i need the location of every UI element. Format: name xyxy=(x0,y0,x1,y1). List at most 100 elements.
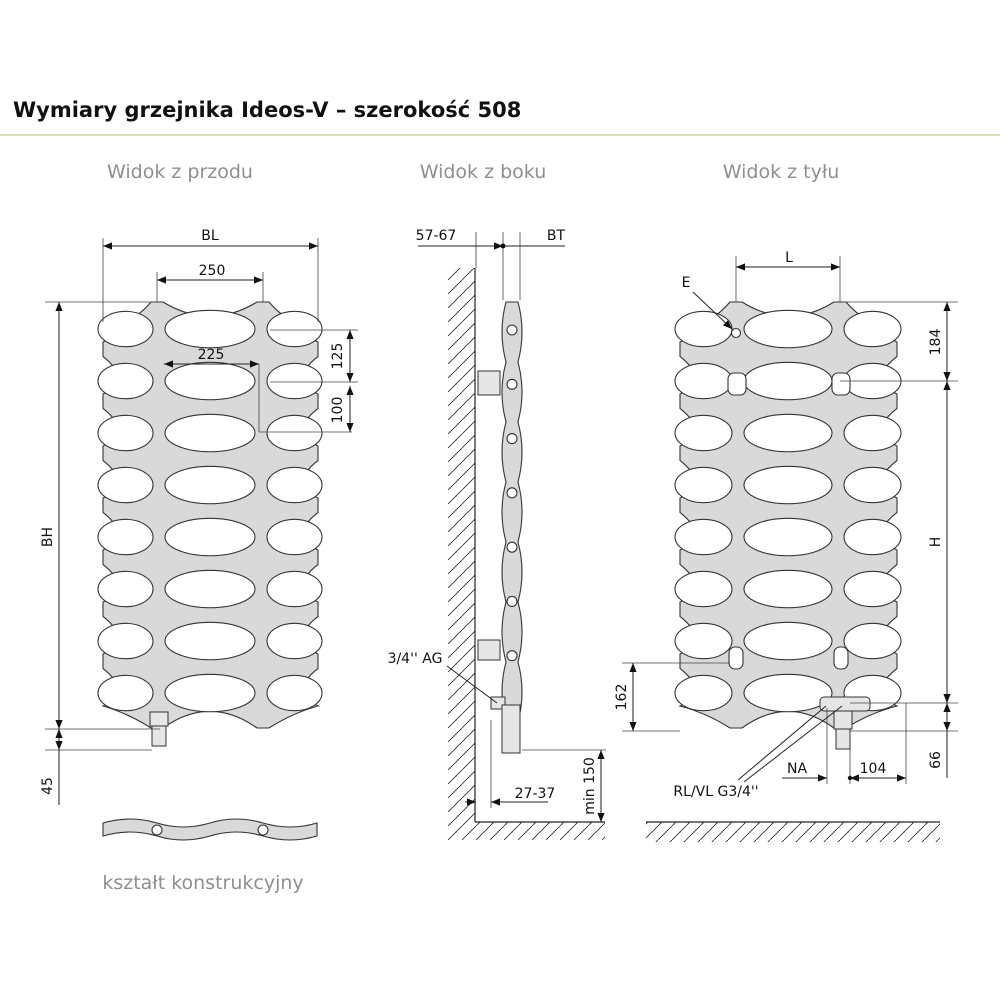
back-valve-stem xyxy=(835,728,851,750)
left-opening xyxy=(97,518,154,556)
floor-hatching xyxy=(475,822,605,840)
left-opening xyxy=(674,570,733,608)
side-view-title: Widok z boku xyxy=(420,161,547,183)
left-opening xyxy=(97,414,154,452)
dim-5767-label: 57-67 xyxy=(416,228,457,244)
front-view: BL 250 225 125 100 BH 45 xyxy=(40,228,358,841)
left-opening xyxy=(674,518,733,556)
front-valve xyxy=(149,711,169,727)
page-title: Wymiary grzejnika Ideos-V – szerokość 50… xyxy=(13,98,521,122)
center-opening xyxy=(164,465,256,505)
rlvl-leader-1 xyxy=(737,705,827,781)
center-opening xyxy=(743,309,833,349)
right-opening xyxy=(266,310,323,348)
side-node xyxy=(506,487,518,499)
side-node xyxy=(506,433,518,445)
ag-leader xyxy=(446,665,498,704)
side-node xyxy=(506,595,518,607)
dim-104-label: 104 xyxy=(860,761,887,777)
side-node xyxy=(506,650,518,662)
side-node xyxy=(506,324,518,336)
right-opening xyxy=(266,674,323,712)
back-floor-hatching xyxy=(646,822,940,842)
dim-100-label: 100 xyxy=(330,397,346,424)
center-opening xyxy=(164,361,256,401)
h-label: H xyxy=(928,537,944,548)
section-title: kształt konstrukcyjny xyxy=(102,872,303,894)
front-radiator xyxy=(97,301,323,729)
center-opening xyxy=(743,361,833,401)
left-opening xyxy=(97,466,154,504)
back-view-title: Widok z tyłu xyxy=(723,161,840,183)
center-opening xyxy=(743,413,833,453)
side-radiator-nodes xyxy=(506,324,518,716)
side-node xyxy=(506,541,518,553)
center-opening xyxy=(164,517,256,557)
cross-section-pipe-right xyxy=(257,824,269,836)
e-label: E xyxy=(682,275,691,291)
right-opening xyxy=(843,622,902,660)
dim-225-label: 225 xyxy=(198,347,225,363)
dim-162-label: 162 xyxy=(614,684,630,711)
dim-2737-label: 27-37 xyxy=(515,786,556,802)
wall-bracket-bottom xyxy=(477,639,501,661)
cross-section-shape xyxy=(102,818,318,841)
center-opening xyxy=(743,621,833,661)
center-opening xyxy=(164,569,256,609)
back-radiator xyxy=(674,301,902,729)
side-view: 57-67 BT 3/4'' AG 27-37 min 150 xyxy=(388,228,606,840)
bracket-bottom-right xyxy=(833,646,849,670)
bh-label: BH xyxy=(40,527,56,547)
right-opening xyxy=(843,310,902,348)
back-view: L E 184 H 66 162 NA 104 RL/VL G3/4'' xyxy=(614,250,958,842)
bracket-bottom-left xyxy=(728,646,744,670)
center-opening xyxy=(743,517,833,557)
left-opening xyxy=(674,466,733,504)
right-opening xyxy=(266,466,323,504)
wall-hatching xyxy=(448,268,475,840)
wall-bracket-top xyxy=(477,370,501,396)
side-node xyxy=(506,378,518,390)
left-opening xyxy=(674,362,733,400)
center-opening xyxy=(164,309,256,349)
back-valve xyxy=(833,710,853,730)
center-opening xyxy=(743,569,833,609)
right-opening xyxy=(266,622,323,660)
dim-125-label: 125 xyxy=(330,343,346,370)
right-opening xyxy=(266,414,323,452)
left-opening xyxy=(97,570,154,608)
e-leader xyxy=(692,291,733,330)
right-opening xyxy=(266,570,323,608)
center-opening xyxy=(164,413,256,453)
left-opening xyxy=(674,310,733,348)
right-opening xyxy=(843,518,902,556)
left-opening xyxy=(97,674,154,712)
vent-e-icon xyxy=(730,327,742,339)
rlvl-label: RL/VL G3/4'' xyxy=(673,784,758,800)
l-label: L xyxy=(785,250,793,266)
right-opening xyxy=(843,466,902,504)
side-valve-body xyxy=(501,704,521,754)
rlvl-leader-2 xyxy=(743,705,843,783)
center-opening xyxy=(164,673,256,713)
dim-45-label: 45 xyxy=(40,777,56,795)
bracket-top-left xyxy=(727,372,747,396)
dim-184-label: 184 xyxy=(928,329,944,356)
right-opening xyxy=(843,570,902,608)
dim-250-label: 250 xyxy=(199,263,226,279)
front-view-title: Widok z przodu xyxy=(107,161,253,183)
min150-label: min 150 xyxy=(582,757,598,815)
connection-block xyxy=(819,696,871,712)
right-opening xyxy=(843,414,902,452)
right-opening xyxy=(266,362,323,400)
front-valve-stem xyxy=(151,725,167,747)
dim-66-label: 66 xyxy=(928,751,944,769)
left-opening xyxy=(674,622,733,660)
na-label: NA xyxy=(787,761,807,777)
center-opening xyxy=(743,465,833,505)
left-opening xyxy=(674,674,733,712)
bracket-top-right xyxy=(831,372,851,396)
left-opening xyxy=(674,414,733,452)
left-opening xyxy=(97,622,154,660)
